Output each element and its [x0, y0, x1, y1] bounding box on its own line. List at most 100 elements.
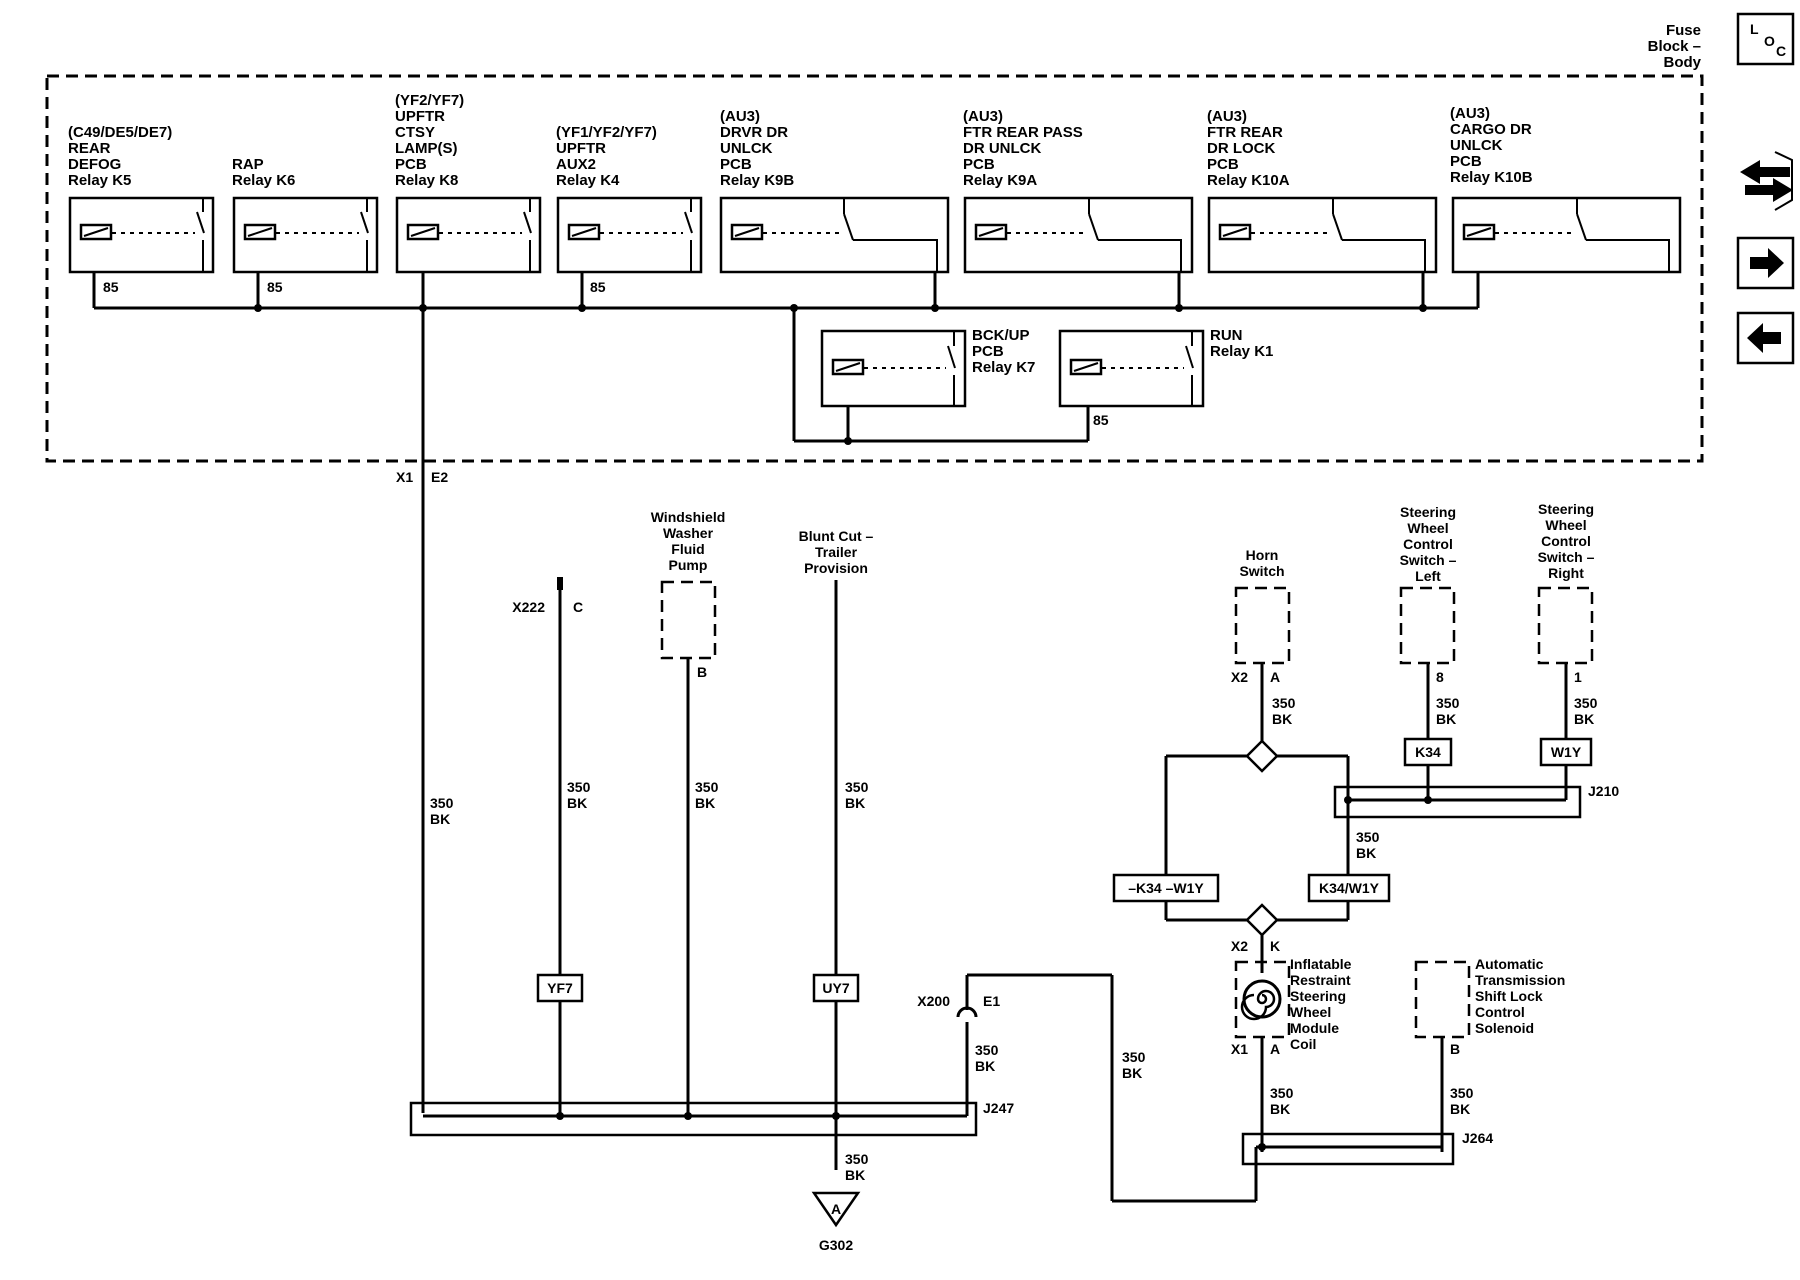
svg-text:K: K: [1270, 938, 1280, 954]
svg-text:Coil: Coil: [1290, 1036, 1316, 1052]
svg-text:AUX2: AUX2: [556, 156, 596, 173]
loc-button[interactable]: L O C: [1736, 12, 1795, 66]
relay-k10a-label: (AU3) FTR REAR DR LOCK PCB Relay K10A: [1207, 108, 1290, 189]
relay-k9a-label: (AU3) FTR REAR PASS DR UNLCK PCB Relay K…: [963, 108, 1083, 189]
svg-text:Module: Module: [1290, 1020, 1339, 1036]
connector-x200: X200 E1 350 BK 350 BK: [917, 973, 1256, 1203]
relay-k9a: [963, 196, 1194, 274]
svg-text:Relay K9A: Relay K9A: [963, 172, 1037, 189]
fuse-block-boundary: [45, 74, 1704, 463]
wire-color: BK: [1270, 1101, 1290, 1117]
svg-text:(AU3): (AU3): [1207, 108, 1247, 125]
wire-gauge: 350: [1574, 695, 1598, 711]
svg-text:X1: X1: [1231, 1041, 1248, 1057]
splice-j210: J210: [1333, 783, 1619, 819]
svg-text:PCB: PCB: [395, 156, 427, 173]
previous-page-button[interactable]: [1736, 311, 1795, 365]
svg-text:J210: J210: [1588, 783, 1619, 799]
svg-text:Trailer: Trailer: [815, 544, 858, 560]
svg-text:LAMP(S): LAMP(S): [395, 140, 458, 157]
svg-text:B: B: [1450, 1041, 1460, 1057]
svg-text:PCB: PCB: [1207, 156, 1239, 173]
relay-k5: [68, 196, 215, 274]
loc-letter-c: C: [1776, 43, 1786, 59]
svg-text:REAR: REAR: [68, 140, 111, 157]
svg-text:Switch: Switch: [1239, 563, 1284, 579]
svg-text:Washer: Washer: [663, 525, 714, 541]
wire-gauge: 350: [1272, 695, 1296, 711]
svg-text:Relay K7: Relay K7: [972, 359, 1035, 376]
wire-color: BK: [567, 795, 587, 811]
option-branch-network: 350 BK –K34 –W1Y K34/W1Y: [1112, 739, 1391, 973]
wire-color: BK: [1436, 711, 1456, 727]
svg-text:DEFOG: DEFOG: [68, 156, 121, 173]
svg-text:Steering: Steering: [1290, 988, 1346, 1004]
svg-text:Relay K8: Relay K8: [395, 172, 458, 189]
wire-color: BK: [845, 1167, 865, 1183]
relay-k1-label: RUN Relay K1: [1210, 327, 1273, 360]
relay-k6-pin: 85: [267, 279, 283, 295]
connector-x222: X222 C 350 BK YF7: [512, 577, 591, 1113]
relay-k5-pin: 85: [103, 279, 119, 295]
ground-g302: 350 BK A G302: [811, 1151, 869, 1253]
svg-text:Steering: Steering: [1400, 504, 1456, 520]
svg-text:Switch –: Switch –: [1538, 549, 1595, 565]
svg-text:Relay K5: Relay K5: [68, 172, 131, 189]
connector-view-button[interactable]: [1740, 151, 1793, 211]
wire-gauge: 350: [975, 1042, 999, 1058]
next-page-button[interactable]: [1736, 236, 1795, 290]
svg-text:A: A: [1270, 1041, 1280, 1057]
blunt-cut-trailer-provision: Blunt Cut – Trailer Provision 350 BK UY7: [799, 528, 874, 1170]
relay-k7-label: BCK/UP PCB Relay K7: [972, 327, 1035, 376]
svg-text:Relay K10B: Relay K10B: [1450, 169, 1533, 186]
svg-text:8: 8: [1436, 669, 1444, 685]
relay-k8-label: (YF2/YF7) UPFTR CTSY LAMP(S) PCB Relay K…: [395, 92, 464, 189]
svg-text:(C49/DE5/DE7): (C49/DE5/DE7): [68, 124, 172, 141]
svg-text:UPFTR: UPFTR: [556, 140, 606, 157]
wire-color: BK: [845, 795, 865, 811]
svg-text:Inflatable: Inflatable: [1290, 956, 1352, 972]
wire-gauge: 350: [1270, 1085, 1294, 1101]
steering-wheel-control-switch-right: Steering Wheel Control Switch – Right 1 …: [1538, 501, 1598, 792]
relay-k10b-label: (AU3) CARGO DR UNLCK PCB Relay K10B: [1450, 105, 1533, 186]
svg-text:X2: X2: [1231, 938, 1248, 954]
svg-text:Left: Left: [1415, 568, 1441, 584]
connector-x1-label: X1: [396, 469, 413, 485]
svg-text:(AU3): (AU3): [720, 108, 760, 125]
option-yf7: YF7: [547, 980, 573, 996]
wire-color: BK: [1122, 1065, 1142, 1081]
svg-text:UPFTR: UPFTR: [395, 108, 445, 125]
svg-text:B: B: [697, 664, 707, 680]
splice-j247: J247: [409, 1100, 1014, 1137]
wire-color: BK: [695, 795, 715, 811]
shift-lock-control-solenoid: Automatic Transmission Shift Lock Contro…: [1414, 956, 1565, 1152]
svg-text:UNLCK: UNLCK: [1450, 137, 1503, 154]
svg-text:A: A: [1270, 669, 1280, 685]
svg-text:PCB: PCB: [972, 343, 1004, 360]
svg-text:Relay K4: Relay K4: [556, 172, 620, 189]
svg-text:A: A: [831, 1201, 841, 1217]
svg-text:Wheel: Wheel: [1290, 1004, 1331, 1020]
relay-labels: (C49/DE5/DE7) REAR DEFOG Relay K5 RAP Re…: [68, 92, 1533, 376]
inflatable-restraint-coil: X2 K Inflatable Restraint Steering Wheel…: [1231, 938, 1352, 1152]
relay-k4: [556, 196, 703, 274]
relay-k6-label: RAP Relay K6: [232, 156, 295, 189]
svg-text:Solenoid: Solenoid: [1475, 1020, 1534, 1036]
svg-text:Restraint: Restraint: [1290, 972, 1351, 988]
svg-text:Control: Control: [1541, 533, 1591, 549]
loc-letter-o: O: [1764, 33, 1775, 49]
svg-text:PCB: PCB: [720, 156, 752, 173]
fuse-block-label: Fuse Block – Body: [1648, 22, 1702, 71]
relay-k4-pin: 85: [590, 279, 606, 295]
svg-text:Relay K9B: Relay K9B: [720, 172, 794, 189]
wire-color: BK: [1272, 711, 1292, 727]
wire-gauge: 350: [695, 779, 719, 795]
svg-text:PCB: PCB: [1450, 153, 1482, 170]
svg-text:Body: Body: [1664, 54, 1702, 71]
arrow-right-icon: [1750, 248, 1784, 278]
svg-text:Blunt Cut –: Blunt Cut –: [799, 528, 874, 544]
option-uy7: UY7: [822, 980, 849, 996]
svg-text:Windshield: Windshield: [651, 509, 726, 525]
svg-text:Fuse: Fuse: [1666, 22, 1701, 39]
relay-k8: [395, 196, 542, 274]
